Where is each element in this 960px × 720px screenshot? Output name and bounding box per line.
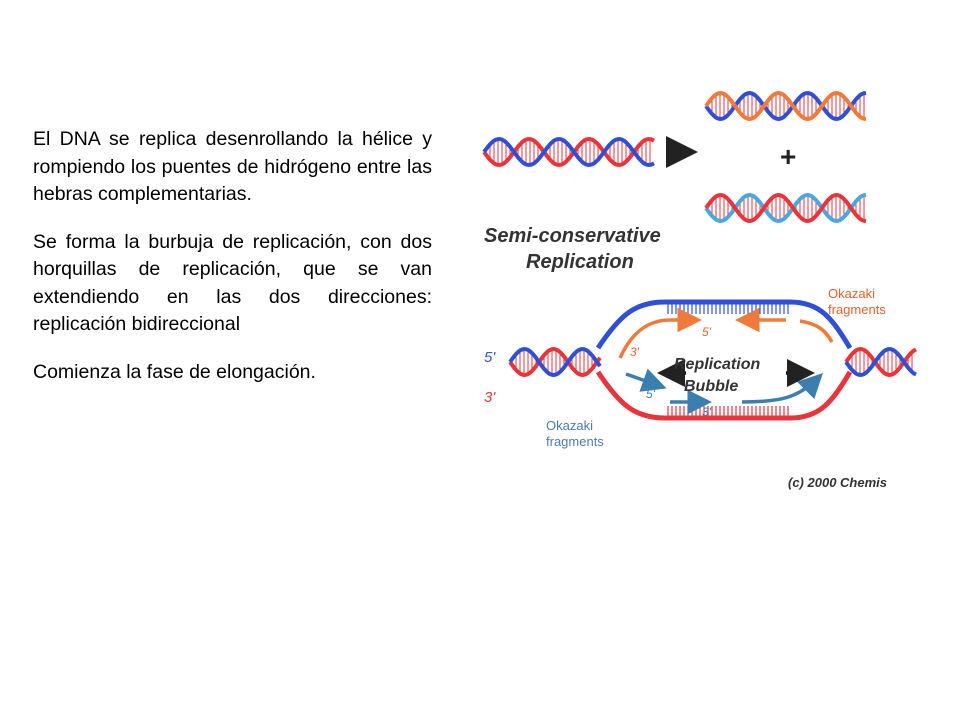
daughter-helix-top xyxy=(704,90,867,122)
bubble-left-helix-rungs xyxy=(511,349,597,375)
okazaki-top-line2: fragments xyxy=(828,302,886,317)
okazaki-bottom-line1: Okazaki xyxy=(546,418,593,433)
plus-sign: + xyxy=(780,141,796,172)
bubble-bottom-parent-strand xyxy=(595,370,853,421)
parent-helix-rungs xyxy=(485,139,651,165)
parent-strand-red xyxy=(482,137,655,167)
paragraph-elongation: Comienza la fase de elongación. xyxy=(33,360,316,383)
label-3prime-left: 3' xyxy=(484,389,496,406)
copyright-label: (c) 2000 Chemis xyxy=(788,475,887,490)
new-strand-top-left xyxy=(618,307,702,359)
bubble-top-parent-strand xyxy=(595,299,853,350)
slide-text: El DNA se replica desenrollando la hélic… xyxy=(33,126,432,406)
replication-diagram: + Semi-conservative Replication xyxy=(482,90,917,490)
new-strand-bottom-left xyxy=(625,368,667,392)
new-strand-top-far-right xyxy=(799,319,834,343)
new-strand-bottom-right xyxy=(741,373,823,404)
daughter-bottom-strand-red xyxy=(704,192,867,224)
figure-title-line2: Replication xyxy=(526,251,634,273)
replication-figure: + Semi-conservative Replication xyxy=(480,80,920,500)
bubble-bottom-ticks xyxy=(667,406,789,416)
figure-title-line1: Semi-conservative xyxy=(484,225,661,247)
daughter-bottom-strand-lightblue xyxy=(704,192,867,224)
inner-3prime-top: 3' xyxy=(630,345,640,359)
parent-strand-blue xyxy=(482,137,655,167)
bubble-left-red xyxy=(508,346,602,378)
inner-5prime-bottom: 5' xyxy=(646,387,656,401)
bubble-left-blue xyxy=(508,346,602,378)
label-5prime-left: 5' xyxy=(484,349,496,366)
inner-5prime-top: 5' xyxy=(702,325,712,339)
paragraph-replication-bubble: Se forma la burbuja de replicación, con … xyxy=(33,230,432,336)
inner-3prime-bottom: 3' xyxy=(702,405,712,419)
okazaki-top-line1: Okazaki xyxy=(828,286,875,301)
okazaki-bottom-line2: fragments xyxy=(546,434,604,449)
bubble-label-line1: Replication xyxy=(674,356,760,373)
daughter-helix-bottom xyxy=(704,192,867,224)
paragraph-unwinding: El DNA se replica desenrollando la hélic… xyxy=(33,128,432,205)
parent-helix xyxy=(482,137,655,167)
daughter-top-strand-orange xyxy=(704,90,867,122)
bubble-right-blue xyxy=(844,346,917,378)
daughter-top-strand-blue xyxy=(704,90,867,122)
bubble-label-line2: Bubble xyxy=(684,378,738,395)
replication-bubble xyxy=(508,299,917,421)
bubble-top-ticks xyxy=(667,304,789,314)
